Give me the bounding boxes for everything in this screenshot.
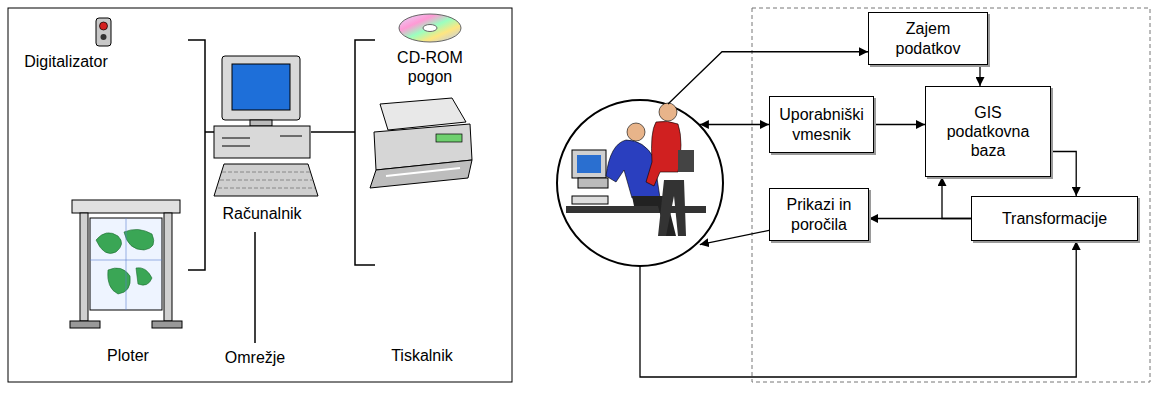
computer-figure-part	[232, 64, 290, 110]
box-text: Uporabniški vmesnik	[778, 105, 865, 143]
bracket-wire-part	[311, 131, 355, 133]
bracket-wire	[188, 40, 375, 343]
part-label: Tiskalnik	[389, 346, 455, 365]
digitizer-icon	[96, 18, 111, 46]
flow-arrow	[874, 124, 925, 125]
plotter-figure-part	[96, 229, 154, 294]
cd-rom-figure-part	[423, 25, 437, 32]
bracket-wire-part	[188, 40, 205, 270]
process-box: Uporabniški vmesnik	[769, 96, 874, 153]
part-label: Računalnik	[220, 204, 303, 223]
printer-figure-part	[386, 168, 460, 176]
users-figure-part	[658, 180, 686, 236]
cd-rom-figure-part	[399, 14, 461, 42]
bracket-wire-part	[205, 131, 214, 133]
box-text: GIS podatkovna baza	[942, 103, 1034, 161]
hardware-panel	[8, 8, 512, 382]
process-box: Zajem podatkov	[868, 12, 988, 65]
process-box: Prikazi in poročila	[769, 188, 869, 241]
plotter-figure-part	[80, 213, 88, 321]
process-box: GIS podatkovna baza	[925, 86, 1051, 177]
box-text: Zajem podatkov	[888, 19, 968, 57]
box-text: Transformacije	[1002, 209, 1107, 228]
computer-figure-part	[214, 164, 318, 196]
users-figure	[557, 100, 723, 266]
users-figure-part	[678, 150, 694, 172]
plotter-figure	[70, 200, 182, 328]
flow-arrow	[1051, 152, 1076, 196]
digitizer-icon-part	[100, 22, 108, 30]
digitizer-icon-part	[101, 34, 107, 40]
bracket-wire-part	[254, 232, 256, 343]
digitizer-icon-part	[96, 18, 111, 46]
printer-figure-part	[370, 160, 472, 188]
cd-rom-figure	[399, 14, 461, 42]
system-panel	[752, 8, 1150, 382]
computer-figure-part	[218, 172, 315, 188]
computer-figure-part	[222, 56, 300, 120]
computer-figure	[214, 56, 318, 196]
plotter-figure-part	[72, 200, 180, 213]
computer-figure-part	[222, 136, 302, 146]
computer-figure-part	[250, 120, 272, 126]
part-label: Ploter	[105, 346, 151, 365]
printer-figure	[370, 98, 472, 188]
plotter-figure-part	[90, 218, 162, 310]
plotter-figure-part	[164, 213, 172, 321]
hardware-panel-part	[8, 8, 512, 382]
users-figure-part	[659, 103, 677, 121]
flow-arrow	[942, 177, 971, 219]
box-text: Prikazi in poročila	[778, 195, 860, 233]
bracket-wire-part	[355, 40, 375, 265]
users-figure-part	[572, 196, 608, 204]
flow-arrow	[979, 65, 980, 86]
users-figure-part	[557, 100, 723, 266]
printer-figure-part	[436, 134, 462, 142]
part-label: Omrežje	[223, 348, 287, 367]
user-link	[640, 241, 1076, 377]
users-figure-part	[627, 123, 645, 141]
plotter-figure-part	[152, 321, 182, 328]
part-label: CD-ROM pogon	[388, 48, 472, 86]
users-figure-part	[646, 121, 681, 186]
part-label: Digitalizator	[22, 52, 110, 71]
users-figure-part	[577, 155, 601, 173]
users-figure-part	[572, 150, 606, 178]
system-panel-part	[752, 8, 1150, 382]
plotter-figure-part	[70, 321, 100, 328]
user-link	[700, 230, 769, 244]
plotter-figure-part	[90, 218, 162, 310]
process-box: Transformacije	[971, 196, 1138, 241]
computer-figure-part	[214, 126, 310, 158]
user-link	[700, 124, 769, 125]
users-figure-part	[578, 178, 608, 188]
